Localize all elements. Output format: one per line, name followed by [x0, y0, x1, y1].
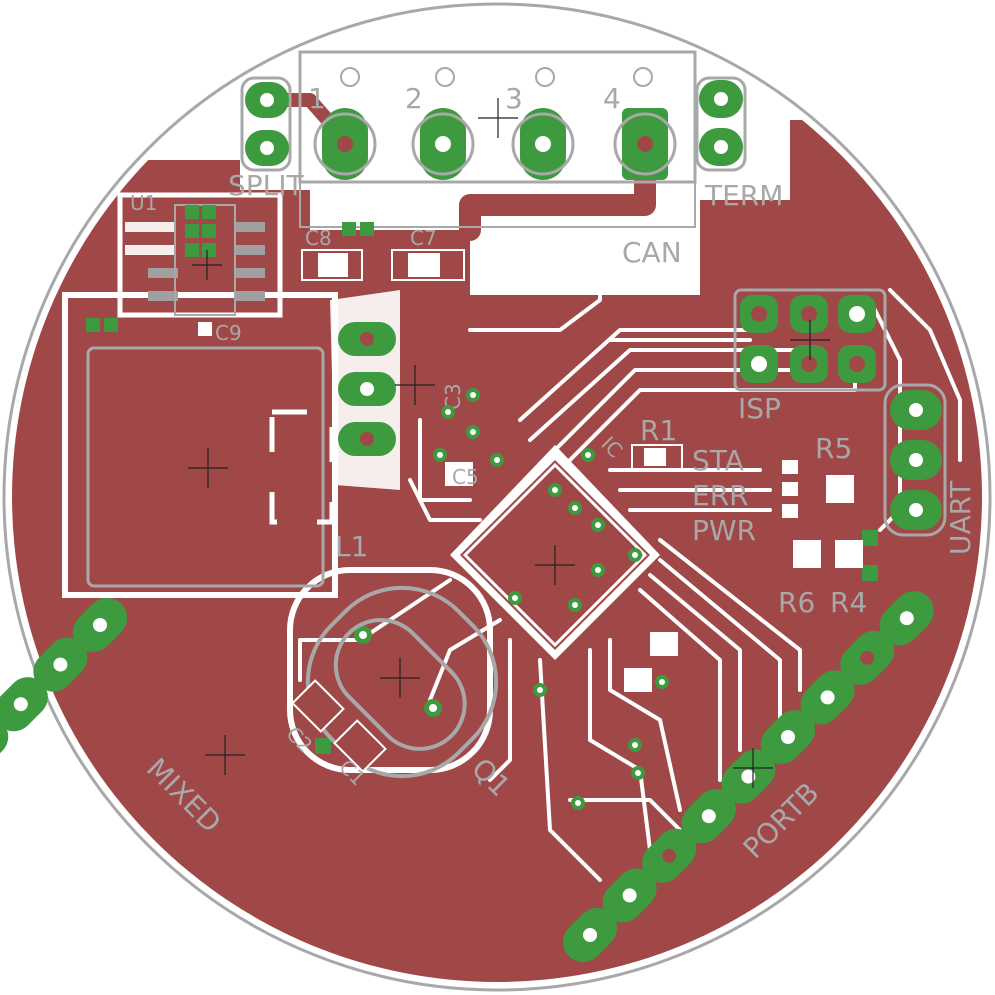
can-pin-2: 2 — [405, 82, 423, 115]
label-u1: U1 — [130, 191, 157, 215]
isp-header: ISP — [733, 288, 887, 425]
label-err: ERR — [692, 479, 749, 512]
capacitors-c8-c7: C8 C7 — [301, 222, 465, 281]
label-can: CAN — [622, 236, 682, 269]
can-pin-4: 4 — [603, 82, 621, 115]
label-sta: STA — [692, 444, 744, 477]
can-pin-1: 1 — [308, 82, 326, 115]
label-uart: UART — [944, 480, 977, 555]
label-c9: C9 — [215, 321, 242, 345]
uart-header: UART — [883, 383, 977, 555]
split-jumper: SPLIT — [228, 76, 305, 202]
label-r4: R4 — [830, 586, 867, 619]
label-r1: R1 — [640, 414, 677, 447]
label-term: TERM — [704, 179, 783, 212]
can-connector: 1 2 3 4 CAN — [298, 50, 697, 269]
inductor-l1: L1 — [86, 346, 368, 588]
can-pin-3: 3 — [505, 82, 523, 115]
label-r5: R5 — [815, 432, 852, 465]
label-l1: L1 — [335, 530, 368, 563]
label-c7: C7 — [410, 226, 437, 250]
c3-regulator: C3 — [338, 322, 465, 456]
label-r6: R6 — [778, 586, 815, 619]
mcu-chip: IC — [460, 432, 650, 650]
mixed-header — [0, 597, 128, 771]
portb-header — [562, 591, 934, 963]
label-split: SPLIT — [228, 169, 305, 202]
label-pwr: PWR — [692, 514, 756, 547]
label-c8: C8 — [305, 226, 332, 250]
label-isp: ISP — [738, 392, 781, 425]
term-jumper: TERM — [695, 76, 783, 212]
label-c5: C5 — [452, 465, 479, 489]
label-c3: C3 — [441, 383, 465, 410]
u1-chip: U1 C9 — [86, 191, 265, 345]
smd-parts: C5 R1 — [445, 414, 683, 692]
led-resistor-cluster: STA ERR PWR R5 R6 R4 — [692, 432, 867, 619]
vias — [315, 388, 878, 810]
